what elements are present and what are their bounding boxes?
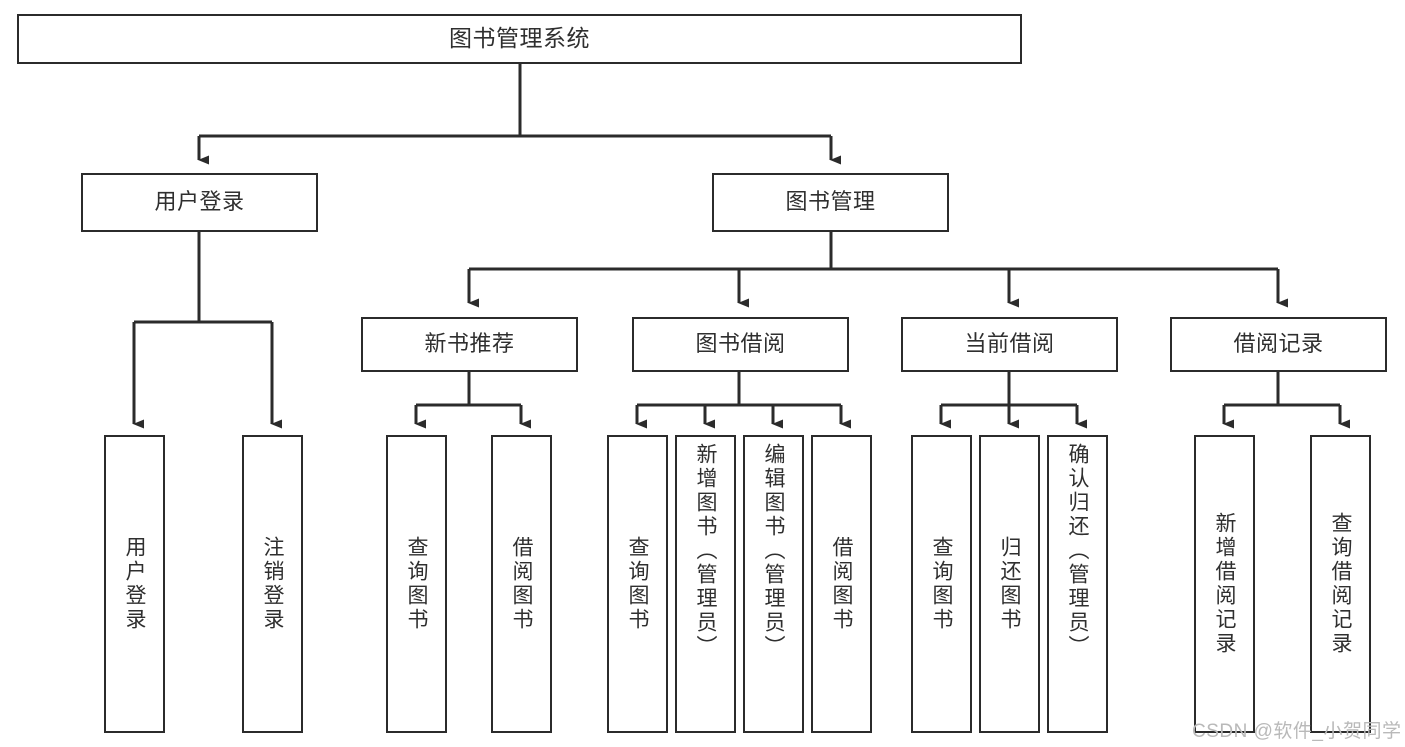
leaf-new-book-query-book[interactable]: 查询图书 [386,435,447,733]
node-label: 当前借阅 [964,331,1055,357]
leaf-borrow-record-add-record[interactable]: 新增借阅记录 [1194,435,1255,733]
node-book-management[interactable]: 图书管理 [712,173,949,232]
node-label: 借阅图书 [510,536,533,632]
node-label: 确认归还（管理员） [1066,443,1089,659]
leaf-borrow-record-query-record[interactable]: 查询借阅记录 [1310,435,1371,733]
node-label: 编辑图书（管理员） [762,443,785,659]
node-root-book-management-system[interactable]: 图书管理系统 [17,14,1022,64]
node-label: 借阅图书 [830,536,853,632]
csdn-watermark: CSDN @软件_小贺同学 [1192,721,1402,742]
node-new-book-recommend[interactable]: 新书推荐 [361,317,578,372]
node-label: 图书管理 [785,189,876,215]
node-label: 新增借阅记录 [1213,512,1236,656]
leaf-book-borrow-query-book[interactable]: 查询图书 [607,435,668,733]
node-label: 查询借阅记录 [1329,512,1352,656]
node-label: 查询图书 [626,536,649,632]
node-label: 查询图书 [405,536,428,632]
node-label: 图书管理系统 [449,25,590,52]
leaf-current-borrow-query-book[interactable]: 查询图书 [911,435,972,733]
node-user-login[interactable]: 用户登录 [81,173,318,232]
leaf-current-borrow-confirm-return-admin[interactable]: 确认归还（管理员） [1047,435,1108,733]
leaf-book-borrow-add-book-admin[interactable]: 新增图书（管理员） [675,435,736,733]
leaf-new-book-borrow-book[interactable]: 借阅图书 [491,435,552,733]
node-current-borrow[interactable]: 当前借阅 [901,317,1118,372]
node-label: 归还图书 [998,536,1021,632]
node-label: 用户登录 [123,536,146,632]
node-label: 注销登录 [261,536,284,632]
node-label: 用户登录 [154,189,245,215]
leaf-book-borrow-edit-book-admin[interactable]: 编辑图书（管理员） [743,435,804,733]
leaf-current-borrow-return-book[interactable]: 归还图书 [979,435,1040,733]
node-label: 查询图书 [930,536,953,632]
leaf-user-login-login[interactable]: 用户登录 [104,435,165,733]
leaf-book-borrow-borrow-book[interactable]: 借阅图书 [811,435,872,733]
node-borrow-record[interactable]: 借阅记录 [1170,317,1387,372]
node-label: 借阅记录 [1233,331,1324,357]
node-label: 新书推荐 [424,331,515,357]
node-book-borrow[interactable]: 图书借阅 [632,317,849,372]
node-label: 图书借阅 [695,331,786,357]
leaf-user-login-logout[interactable]: 注销登录 [242,435,303,733]
node-label: 新增图书（管理员） [694,443,717,659]
